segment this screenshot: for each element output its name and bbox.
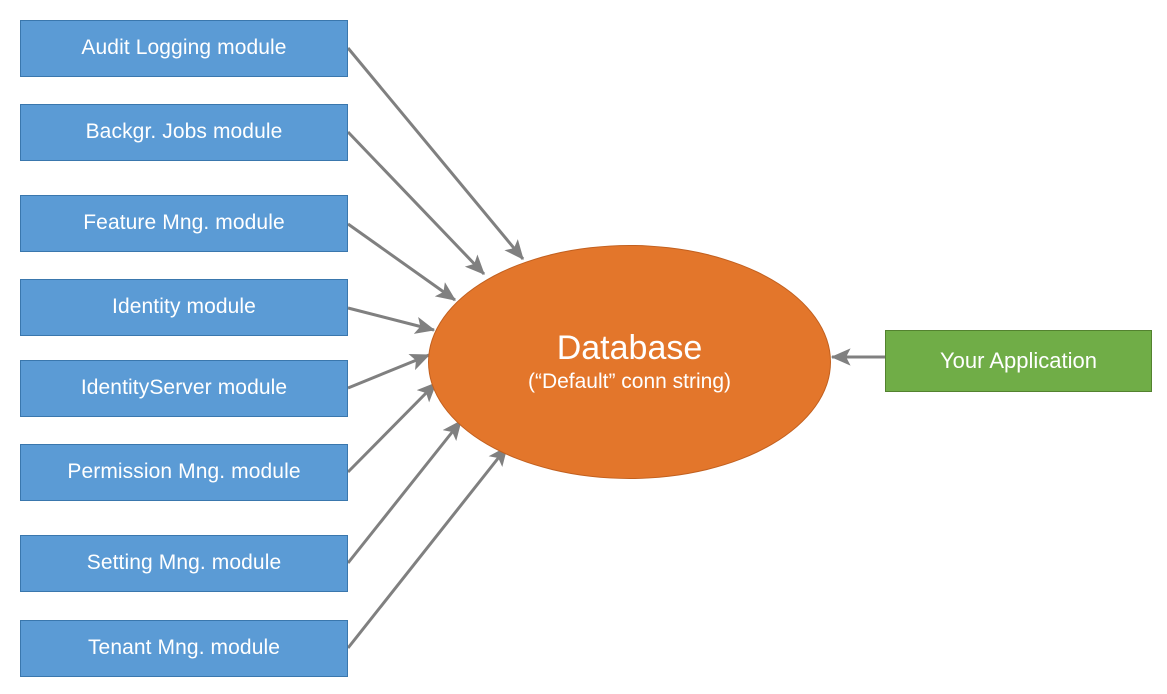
module-label: Feature Mng. module	[83, 211, 285, 235]
database-title: Database	[556, 329, 703, 368]
module-label: Tenant Mng. module	[87, 636, 281, 660]
database-node[interactable]: Database (“Default” conn string)	[428, 245, 831, 479]
connection-arrow	[347, 222, 456, 302]
your-application-label: Your Application	[940, 348, 1097, 374]
module-box-feature-management[interactable]: Feature Mng. module	[20, 195, 348, 252]
module-label: Setting Mng. module	[86, 551, 282, 575]
database-subtitle: (“Default” conn string)	[527, 369, 732, 393]
module-box-permission-management[interactable]: Permission Mng. module	[20, 444, 348, 501]
module-box-background-jobs[interactable]: Backgr. Jobs module	[20, 104, 348, 161]
module-box-identity[interactable]: Identity module	[20, 279, 348, 336]
module-box-tenant-management[interactable]: Tenant Mng. module	[20, 620, 348, 677]
connection-arrow	[347, 353, 431, 390]
module-label: Identity module	[112, 295, 256, 319]
module-label: Backgr. Jobs module	[85, 120, 283, 144]
connection-arrow	[347, 306, 436, 334]
connection-arrow	[346, 446, 509, 649]
your-application-node[interactable]: Your Application	[885, 330, 1152, 392]
module-box-audit-logging[interactable]: Audit Logging module	[20, 20, 348, 77]
module-label: Permission Mng. module	[67, 460, 301, 484]
connection-arrow	[346, 130, 486, 276]
module-label: Audit Logging module	[81, 36, 287, 60]
connection-arrow	[346, 381, 438, 474]
module-label: IdentityServer module	[80, 376, 288, 400]
module-box-setting-management[interactable]: Setting Mng. module	[20, 535, 348, 592]
module-box-identity-server[interactable]: IdentityServer module	[20, 360, 348, 417]
connection-arrow	[346, 420, 463, 564]
connection-arrow	[346, 47, 525, 260]
